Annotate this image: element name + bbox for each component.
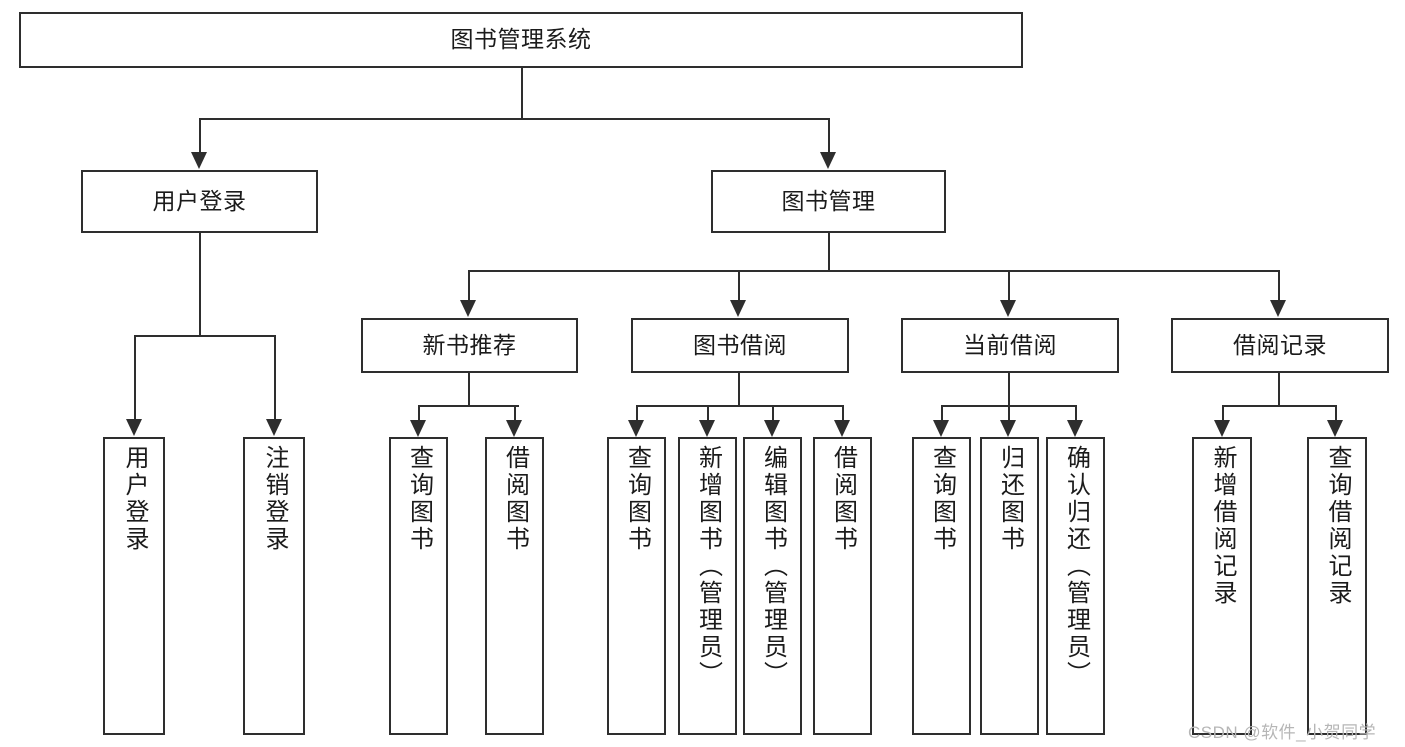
node-label: 借阅图书 <box>829 445 857 553</box>
arrow-to-leaf-query-record <box>1327 420 1343 437</box>
node-label: 新增借阅记录 <box>1209 445 1236 607</box>
leaf-query-book-borrow[interactable]: 查询图书 <box>607 437 666 735</box>
arrow-to-leaf-logout <box>266 419 282 436</box>
connector-drop-new-book-leaf2 <box>514 405 516 421</box>
arrow-to-leaf-user-login <box>126 419 142 436</box>
arrow-to-book-management <box>820 152 836 169</box>
connector-drop-user-login-leaf1 <box>134 335 136 420</box>
arrow-to-user-login <box>191 152 207 169</box>
leaf-query-book-new[interactable]: 查询图书 <box>389 437 448 735</box>
connector-borrow-record-bus <box>1222 405 1335 407</box>
node-label: 新增图书（管理员） <box>694 445 722 688</box>
node-label: 图书管理系统 <box>450 26 592 53</box>
connector-level2-drop-borrow-record <box>1278 270 1280 301</box>
leaf-user-login[interactable]: 用户登录 <box>103 437 165 735</box>
connector-level1-drop-book-mgmt <box>828 118 830 153</box>
leaf-add-book-admin[interactable]: 新增图书（管理员） <box>678 437 737 735</box>
arrow-to-leaf-query-book-bb <box>628 420 644 437</box>
connector-book-borrow-stem <box>738 373 740 405</box>
connector-drop-borrow-record-leaf2 <box>1335 405 1337 421</box>
connector-drop-new-book-leaf1 <box>418 405 420 421</box>
connector-drop-user-login-leaf2 <box>274 335 276 420</box>
arrow-to-borrow-record <box>1270 300 1286 317</box>
node-label: 确认归还（管理员） <box>1062 445 1090 688</box>
connector-current-borrow-stem <box>1008 373 1010 405</box>
connector-root-stem <box>521 68 523 118</box>
node-label: 归还图书 <box>996 445 1024 553</box>
connector-drop-current-borrow-leaf3 <box>1075 405 1077 421</box>
connector-drop-current-borrow-leaf1 <box>941 405 943 421</box>
connector-level2-drop-current-borrow <box>1008 270 1010 301</box>
node-user-login[interactable]: 用户登录 <box>81 170 318 233</box>
connector-new-book-bus <box>418 405 519 407</box>
connector-drop-book-borrow-leaf4 <box>842 405 844 421</box>
node-new-book-recommend[interactable]: 新书推荐 <box>361 318 578 373</box>
connector-book-borrow-bus <box>636 405 843 407</box>
connector-new-book-stem <box>468 373 470 405</box>
csdn-watermark: CSDN @软件_小贺同学 <box>1188 723 1377 742</box>
connector-drop-book-borrow-leaf3 <box>772 405 774 421</box>
connector-drop-book-borrow-leaf1 <box>636 405 638 421</box>
arrow-to-leaf-query-book-nb <box>410 420 426 437</box>
connector-user-login-bus <box>134 335 275 337</box>
node-label: 借阅记录 <box>1233 331 1327 358</box>
leaf-query-borrow-record[interactable]: 查询借阅记录 <box>1307 437 1367 735</box>
node-label: 新书推荐 <box>422 331 517 358</box>
arrow-to-book-borrow <box>730 300 746 317</box>
connector-level2-drop-book-borrow <box>738 270 740 301</box>
connector-drop-current-borrow-leaf2 <box>1008 405 1010 421</box>
leaf-confirm-return-admin[interactable]: 确认归还（管理员） <box>1046 437 1105 735</box>
node-label: 查询借阅记录 <box>1324 445 1351 607</box>
node-book-borrow[interactable]: 图书借阅 <box>631 318 849 373</box>
node-label: 查询图书 <box>928 445 956 553</box>
node-borrow-record[interactable]: 借阅记录 <box>1171 318 1389 373</box>
node-label: 借阅图书 <box>501 445 529 553</box>
connector-user-login-stem <box>199 233 201 335</box>
node-root-library-system[interactable]: 图书管理系统 <box>19 12 1023 68</box>
arrow-to-leaf-borrow-book-bb <box>834 420 850 437</box>
connector-level1-bus <box>199 118 829 120</box>
node-label: 图书借阅 <box>693 331 787 358</box>
node-label: 图书管理 <box>781 187 876 214</box>
node-label: 查询图书 <box>623 445 651 553</box>
connector-drop-book-borrow-leaf2 <box>707 405 709 421</box>
connector-level2-bus <box>468 270 1279 272</box>
arrow-to-current-borrow <box>1000 300 1016 317</box>
arrow-to-leaf-borrow-book-nb <box>506 420 522 437</box>
node-label: 当前借阅 <box>963 331 1057 358</box>
node-current-borrow[interactable]: 当前借阅 <box>901 318 1119 373</box>
connector-drop-borrow-record-leaf1 <box>1222 405 1224 421</box>
arrow-to-leaf-query-book-cb <box>933 420 949 437</box>
connector-level1-drop-user-login <box>199 118 201 153</box>
leaf-borrow-book[interactable]: 借阅图书 <box>813 437 872 735</box>
connector-level2-drop-new-book <box>468 270 470 301</box>
arrow-to-leaf-confirm-return <box>1067 420 1083 437</box>
leaf-add-borrow-record[interactable]: 新增借阅记录 <box>1192 437 1252 735</box>
arrow-to-new-book-recommend <box>460 300 476 317</box>
node-label: 注销登录 <box>261 445 288 553</box>
leaf-borrow-book-new[interactable]: 借阅图书 <box>485 437 544 735</box>
arrow-to-leaf-return-book <box>1000 420 1016 437</box>
node-label: 查询图书 <box>405 445 433 553</box>
node-label: 编辑图书（管理员） <box>759 445 787 688</box>
node-label: 用户登录 <box>152 187 247 214</box>
arrow-to-leaf-add-record <box>1214 420 1230 437</box>
arrow-to-leaf-edit-book <box>764 420 780 437</box>
leaf-query-book-current[interactable]: 查询图书 <box>912 437 971 735</box>
arrow-to-leaf-add-book <box>699 420 715 437</box>
leaf-logout[interactable]: 注销登录 <box>243 437 305 735</box>
node-label: 用户登录 <box>121 445 148 553</box>
leaf-return-book[interactable]: 归还图书 <box>980 437 1039 735</box>
connector-book-mgmt-stem <box>828 233 830 270</box>
leaf-edit-book-admin[interactable]: 编辑图书（管理员） <box>743 437 802 735</box>
node-book-management[interactable]: 图书管理 <box>711 170 946 233</box>
connector-borrow-record-stem <box>1278 373 1280 405</box>
